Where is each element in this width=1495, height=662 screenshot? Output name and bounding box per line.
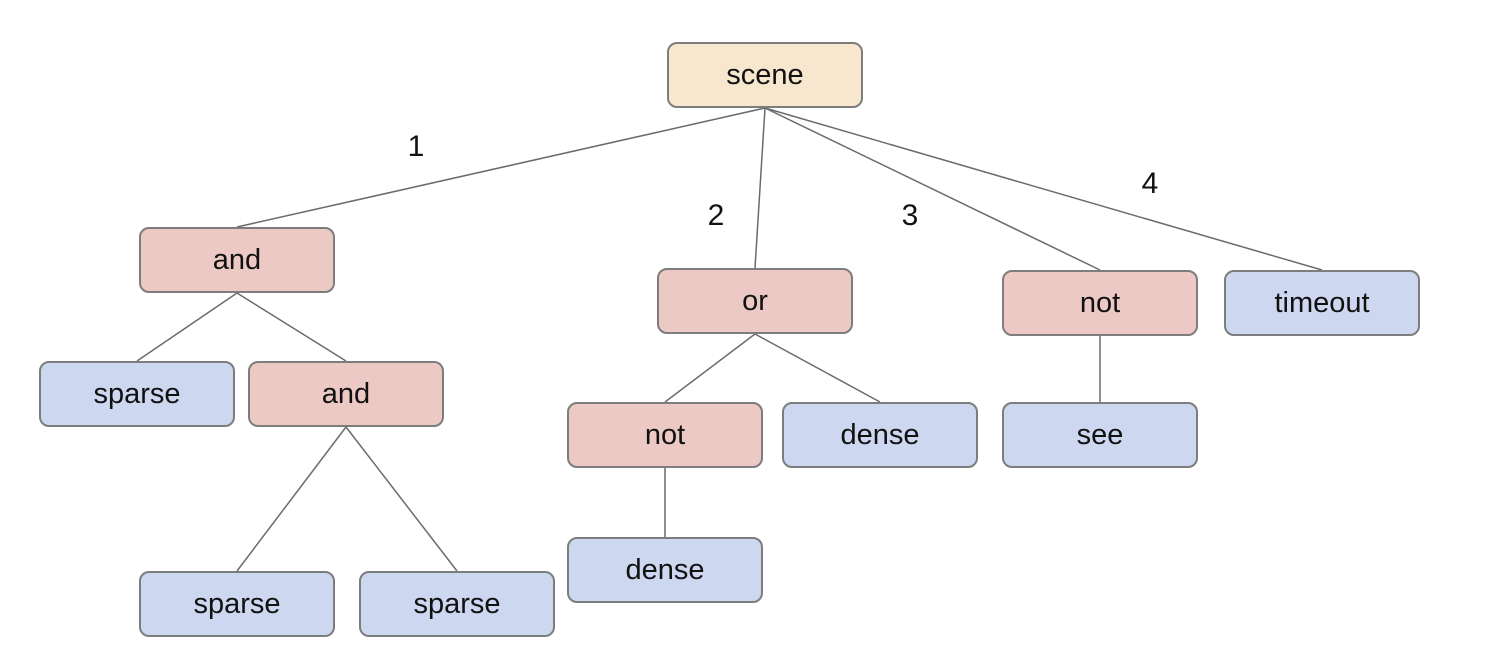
tree-edge-or1-not2 bbox=[664, 333, 756, 403]
tree-edge-scene-timeout1 bbox=[764, 107, 1323, 271]
tree-node-label: sparse bbox=[413, 587, 501, 620]
tree-node-not1: not bbox=[1002, 270, 1198, 336]
edge-label-3: 3 bbox=[901, 199, 919, 232]
tree-node-label: and bbox=[321, 377, 371, 410]
tree-node-label: not bbox=[1079, 286, 1121, 319]
tree-node-and2: and bbox=[248, 361, 444, 427]
tree-edge-scene-not1 bbox=[764, 107, 1101, 271]
tree-node-label: sparse bbox=[193, 587, 281, 620]
tree-edge-or1-dense1 bbox=[754, 333, 881, 403]
tree-node-sparse2: sparse bbox=[139, 571, 335, 637]
tree-node-dense1: dense bbox=[782, 402, 978, 468]
tree-node-label: dense bbox=[840, 418, 920, 451]
tree-edge-and2-sparse2 bbox=[236, 426, 347, 572]
tree-node-label: dense bbox=[625, 553, 705, 586]
edge-label-2: 2 bbox=[707, 199, 725, 232]
tree-node-label: sparse bbox=[93, 377, 181, 410]
tree-node-label: or bbox=[742, 284, 768, 317]
tree-node-scene: scene bbox=[667, 42, 863, 108]
tree-node-label: scene bbox=[726, 58, 804, 91]
tree-edge-scene-and1 bbox=[236, 107, 766, 228]
tree-edge-scene-or1 bbox=[754, 107, 766, 269]
edge-label-4: 4 bbox=[1141, 167, 1159, 200]
tree-node-label: not bbox=[644, 418, 686, 451]
tree-node-and1: and bbox=[139, 227, 335, 293]
tree-node-label: see bbox=[1076, 418, 1124, 451]
tree-node-sparse1: sparse bbox=[39, 361, 235, 427]
tree-node-label: and bbox=[212, 243, 262, 276]
tree-edge-and1-and2 bbox=[236, 292, 347, 362]
tree-edge-and1-sparse1 bbox=[136, 292, 238, 362]
tree-node-sparse3: sparse bbox=[359, 571, 555, 637]
tree-node-or1: or bbox=[657, 268, 853, 334]
tree-node-not2: not bbox=[567, 402, 763, 468]
edge-label-1: 1 bbox=[407, 130, 425, 163]
tree-node-see1: see bbox=[1002, 402, 1198, 468]
tree-edge-and2-sparse3 bbox=[345, 426, 458, 572]
tree-node-timeout1: timeout bbox=[1224, 270, 1420, 336]
tree-node-dense2: dense bbox=[567, 537, 763, 603]
tree-node-label: timeout bbox=[1274, 286, 1370, 319]
